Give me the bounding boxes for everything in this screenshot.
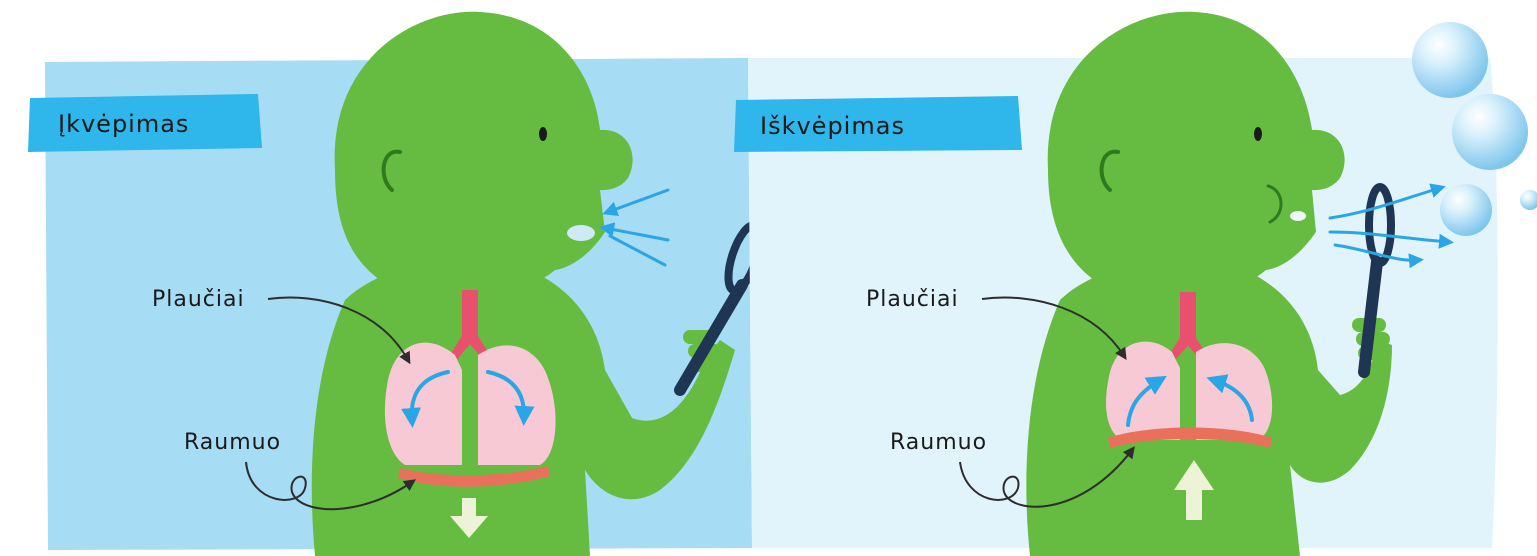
exhale-mouth-icon xyxy=(1290,211,1306,221)
inhale-title-banner: Įkvėpimas xyxy=(28,94,262,152)
inhale-eye-icon xyxy=(539,127,547,141)
exhale-title: Iškvėpimas xyxy=(760,112,905,140)
inhale-lungs-label: Plaučiai xyxy=(152,287,245,312)
inhale-muscle-label: Raumuo xyxy=(184,430,281,455)
inhale-panel: Įkvėpimas Plaučiai Raumuo xyxy=(28,12,766,556)
exhale-panel: Iškvėpimas Plaučiai Raumuo xyxy=(734,12,1537,556)
exhale-eye-icon xyxy=(1254,127,1262,141)
exhale-title-banner: Iškvėpimas xyxy=(734,96,1022,152)
exhale-lungs-label: Plaučiai xyxy=(866,287,959,312)
exhale-muscle-label: Raumuo xyxy=(890,430,987,455)
inhale-mouth-icon xyxy=(567,225,595,241)
inhale-title: Įkvėpimas xyxy=(58,110,189,138)
